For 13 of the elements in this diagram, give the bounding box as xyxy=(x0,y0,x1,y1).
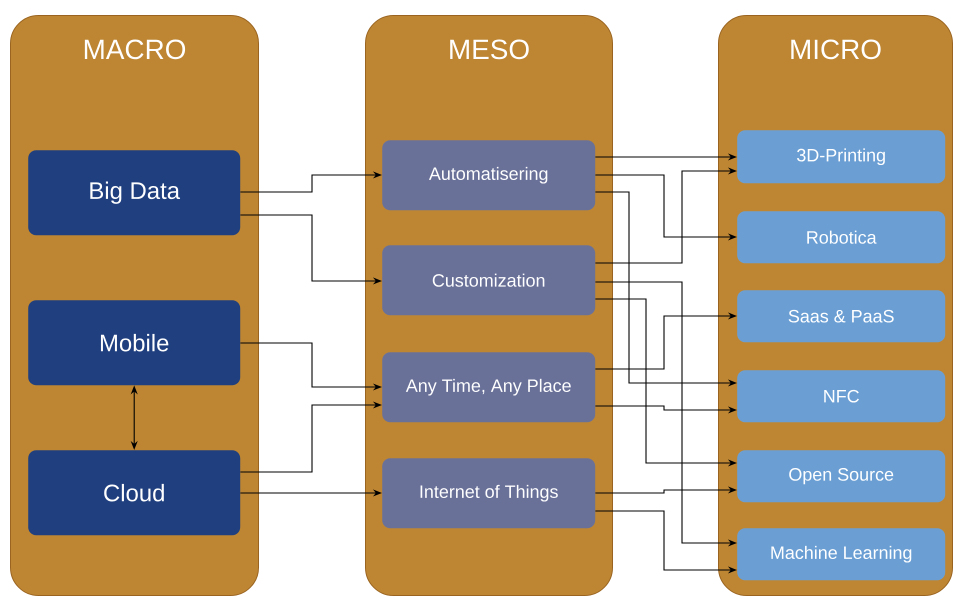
rounded-box: Saas & PaaS xyxy=(737,290,946,342)
rounded-box: Customization xyxy=(382,245,596,316)
rounded-box: Automatisering xyxy=(382,140,596,210)
rounded-box: Big Data xyxy=(28,150,240,236)
rounded-box: NFC xyxy=(737,370,946,422)
rounded-box: Internet of Things xyxy=(382,458,596,528)
rounded-box: Mobile xyxy=(28,300,240,386)
rounded-box: Cloud xyxy=(28,450,240,536)
rounded-box: Open Source xyxy=(737,450,946,502)
rounded-box: Robotica xyxy=(737,211,946,264)
rounded-box: Machine Learning xyxy=(737,528,946,580)
rounded-box: 3D-Printing xyxy=(737,130,946,184)
rounded-box: Any Time, Any Place xyxy=(382,352,596,422)
